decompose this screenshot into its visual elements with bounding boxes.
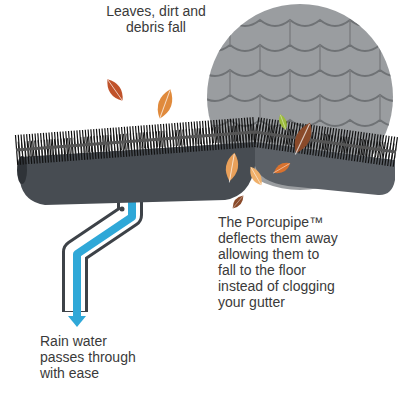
callout-text: The Porcupipe™ deflects them away allowi… [218,214,340,310]
brush-guard [16,132,396,152]
downpipe [68,192,132,327]
roof-tiles [200,0,403,200]
callout-text: Leaves, dirt and debris fall [100,3,212,35]
callout-text: Rain water passes through with ease [40,333,154,381]
falling-leaves [103,76,317,211]
